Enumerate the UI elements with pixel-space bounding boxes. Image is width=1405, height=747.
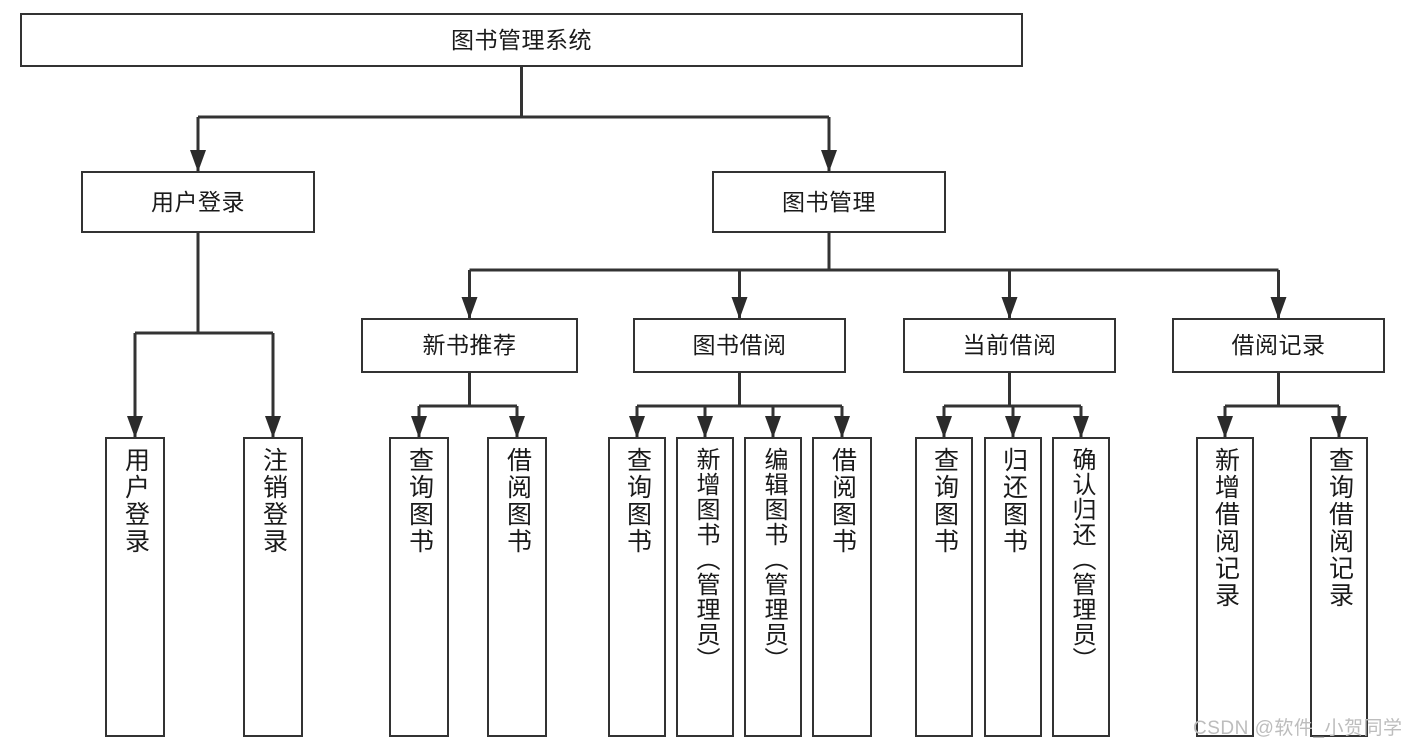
node-leaf-borrow-1[interactable]: 查询图书	[608, 437, 666, 737]
node-label-borrow: 图书借阅	[692, 332, 787, 359]
node-label-leaf-records-1: 新增借阅记录	[1211, 447, 1240, 609]
node-label-leaf-borrow-1: 查询图书	[623, 447, 652, 555]
node-label-leaf-current-2: 归还图书	[999, 447, 1028, 555]
node-label-bookmgmt: 图书管理	[782, 188, 876, 215]
node-leaf-login-2[interactable]: 注销登录	[243, 437, 303, 737]
node-label-leaf-borrow-3: 编辑图书（管理员）	[760, 447, 787, 672]
node-leaf-records-2[interactable]: 查询借阅记录	[1310, 437, 1368, 737]
node-label-login: 用户登录	[151, 188, 245, 215]
node-leaf-newrec-1[interactable]: 查询图书	[389, 437, 449, 737]
node-leaf-login-1[interactable]: 用户登录	[105, 437, 165, 737]
node-label-root: 图书管理系统	[451, 26, 592, 53]
node-borrow[interactable]: 图书借阅	[633, 318, 846, 373]
node-leaf-borrow-3[interactable]: 编辑图书（管理员）	[744, 437, 802, 737]
node-leaf-borrow-4[interactable]: 借阅图书	[812, 437, 872, 737]
node-current[interactable]: 当前借阅	[903, 318, 1116, 373]
node-login[interactable]: 用户登录	[81, 171, 315, 233]
node-label-newrec: 新书推荐	[422, 332, 517, 359]
node-newrec[interactable]: 新书推荐	[361, 318, 578, 373]
node-label-leaf-borrow-4: 借阅图书	[828, 447, 857, 555]
node-label-leaf-current-3: 确认归还（管理员）	[1068, 447, 1095, 672]
node-label-leaf-records-2: 查询借阅记录	[1325, 447, 1354, 609]
node-leaf-borrow-2[interactable]: 新增图书（管理员）	[676, 437, 734, 737]
node-label-leaf-current-1: 查询图书	[930, 447, 959, 555]
node-leaf-records-1[interactable]: 新增借阅记录	[1196, 437, 1254, 737]
node-leaf-current-2[interactable]: 归还图书	[984, 437, 1042, 737]
node-label-current: 当前借阅	[962, 332, 1057, 359]
csdn-watermark: CSDN @软件_小贺同学	[1193, 718, 1403, 739]
node-label-leaf-login-2: 注销登录	[259, 447, 288, 555]
node-label-leaf-login-1: 用户登录	[121, 447, 150, 555]
node-leaf-newrec-2[interactable]: 借阅图书	[487, 437, 547, 737]
node-label-leaf-newrec-2: 借阅图书	[503, 447, 532, 555]
node-bookmgmt[interactable]: 图书管理	[712, 171, 946, 233]
node-leaf-current-1[interactable]: 查询图书	[915, 437, 973, 737]
node-root[interactable]: 图书管理系统	[20, 13, 1023, 67]
node-label-leaf-borrow-2: 新增图书（管理员）	[692, 447, 719, 672]
node-leaf-current-3[interactable]: 确认归还（管理员）	[1052, 437, 1110, 737]
node-label-leaf-newrec-1: 查询图书	[405, 447, 434, 555]
node-records[interactable]: 借阅记录	[1172, 318, 1385, 373]
node-label-records: 借阅记录	[1231, 332, 1326, 359]
